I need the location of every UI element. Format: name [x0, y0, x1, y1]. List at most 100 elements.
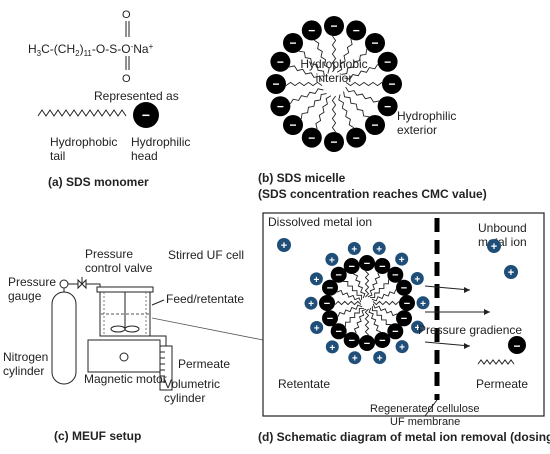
micelle-d-charge: −: [379, 335, 385, 347]
micelle-d-tail: [368, 307, 381, 333]
membrane-label-line1: Regenerated cellulose: [370, 403, 479, 415]
exterior-label-line1: Hydrophilic: [397, 109, 456, 123]
motor-knob: [119, 352, 129, 362]
bound-cation: [373, 351, 387, 364]
caption-c: (c) MEUF setup: [54, 429, 141, 443]
permeate-label: Permeate: [178, 357, 230, 371]
bound-cations: +++++++++++++++: [277, 238, 430, 365]
micelle-d-head: [343, 332, 360, 348]
micelle-d-tail: [336, 289, 362, 303]
bound-cation-charge: +: [414, 275, 420, 286]
feed-label: Feed/retentate: [166, 292, 244, 306]
volumetric-label-line2: cylinder: [164, 391, 205, 405]
free-monomer-head: [508, 336, 526, 354]
micelle-b-charge: −: [277, 55, 284, 69]
bound-cation-charge: +: [377, 354, 383, 365]
bound-cation: [348, 351, 362, 365]
micelle-d-head: [399, 295, 415, 311]
micelle-d-head: [374, 332, 391, 348]
micelle-d-tail: [367, 272, 381, 298]
micelle-b-head: [270, 96, 291, 117]
micelle-d-head: [319, 295, 335, 311]
micelle-d-head: [396, 310, 412, 327]
bound-cation: [309, 272, 323, 286]
micelle-d-charge: −: [327, 313, 333, 325]
micelle-b-charge: −: [353, 24, 360, 38]
bound-cation-charge: +: [308, 299, 314, 310]
bound-cation-charge: +: [352, 354, 358, 365]
micelle-b-charge: −: [330, 135, 337, 149]
micelle-d-charge: −: [348, 261, 354, 273]
micelle-d-tail: [364, 308, 370, 336]
micelle-b-tail: [300, 93, 327, 120]
membrane-label-line2: UF membrane: [390, 416, 460, 428]
nitrogen-label-line1: Nitrogen: [3, 350, 48, 364]
panel-d-metal-ion-removal: Dissolved metal ion Unbound metal ion −−…: [258, 212, 550, 444]
monomer-head-charge: −: [142, 107, 150, 123]
micelle-d-head: [359, 255, 375, 271]
micelle-d-tail: [337, 304, 363, 317]
stirrer-blade-right: [124, 325, 140, 333]
bound-cation-charge: +: [376, 244, 382, 255]
tail-label-line2: tail: [50, 149, 65, 163]
interior-label-line2: interior: [316, 71, 353, 85]
permeate-line: [150, 335, 167, 350]
micelle-d-tail: [364, 270, 370, 298]
micelle-b-charge: −: [388, 77, 395, 91]
micelle-d-tail: [370, 279, 389, 299]
micelle-b-tail: [343, 91, 370, 118]
monomer-tail-zigzag: [37, 109, 127, 117]
micelle-d-tail: [372, 300, 400, 306]
bound-cation: [411, 320, 425, 334]
cell-lid: [96, 286, 154, 293]
micelle-d-tail: [345, 307, 364, 327]
micelle-d-charge: −: [348, 335, 354, 347]
represented-as-label: Represented as: [94, 89, 179, 103]
bound-cation: [325, 340, 339, 354]
micelle-d-charge: −: [404, 298, 410, 310]
micelle-d-charge: −: [392, 326, 398, 338]
micelle-d-charge: −: [401, 283, 407, 295]
micelle-d-charge: −: [364, 258, 370, 270]
micelle-b-tail: [338, 94, 355, 129]
caption-d: (d) Schematic diagram of metal ion remov…: [258, 430, 550, 444]
micelle-d-tail: [343, 281, 363, 300]
svg-text:+: +: [508, 267, 514, 279]
micelle-b-charge: −: [353, 131, 360, 145]
micelle-b-tail: [341, 48, 368, 75]
micelle-d-tail: [371, 289, 397, 302]
micelle-d-head: [387, 323, 404, 340]
micelle-d-charge: −: [327, 283, 333, 295]
exterior-label-line2: exterior: [397, 123, 437, 137]
zoom-line-lower: [151, 317, 264, 341]
micelle-b-tail: [288, 65, 323, 82]
micelle-d-head: [322, 279, 338, 296]
micelle-b-charge: −: [277, 99, 284, 113]
pressure-gauge-label-line1: Pressure: [8, 275, 56, 289]
micelle-b-charge: −: [330, 19, 337, 33]
micelle-d-charge: −: [379, 261, 385, 273]
flow-arrows: [424, 285, 490, 349]
retentate-label: Retentate: [278, 377, 330, 391]
micelle-b-charge: −: [272, 77, 279, 91]
micelle-b-tail: [298, 50, 325, 77]
micelle-d-charge: −: [335, 326, 341, 338]
micelle-b-tail: [345, 86, 380, 103]
micelle-b-head: [270, 51, 291, 72]
bound-cation-charge: +: [329, 255, 335, 266]
micelle-b-head: [365, 115, 385, 135]
panel-a-sds-monomer: H3C-(CH2)11-O-S-O-Na+ O O Represented as…: [28, 9, 190, 189]
sulfate-oxygen-top: O: [122, 9, 131, 21]
micelle-b-charge: −: [308, 131, 315, 145]
bound-cation: [310, 321, 324, 334]
micelle-b-tail: [313, 39, 330, 74]
micelle-b-charge: −: [371, 36, 378, 50]
micelle-b-head: [377, 96, 398, 117]
micelle-d-head: [374, 258, 391, 274]
volumetric-cylinder: [159, 345, 173, 391]
unbound-cation-2: [504, 265, 518, 279]
head-label-line1: Hydrophilic: [131, 135, 190, 149]
control-valve-label-line2: control valve: [85, 261, 153, 275]
micelle-b-head: [382, 74, 402, 94]
